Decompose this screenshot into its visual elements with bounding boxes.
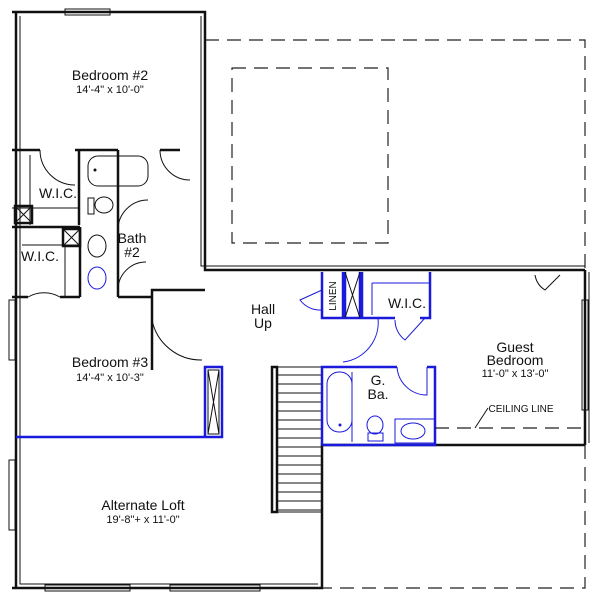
guest-bath-label-2: Ba. xyxy=(367,386,388,402)
wic1-label: W.I.C. xyxy=(39,185,77,201)
loft-label: Alternate Loft xyxy=(101,497,184,513)
bedroom3-dims: 14'-4" x 10'-3" xyxy=(76,372,144,384)
bedroom3-walls xyxy=(16,365,224,439)
bedroom2-label: Bedroom #2 xyxy=(72,67,148,83)
ceiling-line-label: CEILING LINE xyxy=(488,404,553,415)
bath2-label-2: #2 xyxy=(124,244,140,260)
wic3-label: W.I.C. xyxy=(388,295,426,311)
guest-bedroom-dims: 11'-0" x 13'-0" xyxy=(482,368,549,380)
wic2-label: W.I.C. xyxy=(21,248,59,264)
linen-label: LINEN xyxy=(328,281,339,310)
loft-dims: 19'-8"+ x 11'-0" xyxy=(106,514,179,526)
hall-up-label: Up xyxy=(254,315,272,331)
interior-walls xyxy=(12,148,205,370)
stairs xyxy=(270,365,323,514)
guest-bath xyxy=(320,365,437,447)
windows xyxy=(8,8,589,592)
bedroom2-dims: 14'-4" x 10'-0" xyxy=(76,84,144,96)
hall-label: Hall xyxy=(251,301,275,317)
exterior-walls xyxy=(12,10,590,590)
bedroom3-label: Bedroom #3 xyxy=(72,354,148,370)
open-to-below-outline xyxy=(205,39,586,589)
guest-bedroom-label-1: Guest xyxy=(496,339,533,355)
guest-door-swing xyxy=(534,274,561,291)
bath2-label-1: Bath xyxy=(118,230,147,246)
ceiling-line: CEILING LINE xyxy=(435,404,585,429)
guest-bedroom-label-2: Bedroom xyxy=(487,352,544,368)
center-closets xyxy=(299,271,432,363)
guest-bath-label-1: G. xyxy=(371,372,386,388)
